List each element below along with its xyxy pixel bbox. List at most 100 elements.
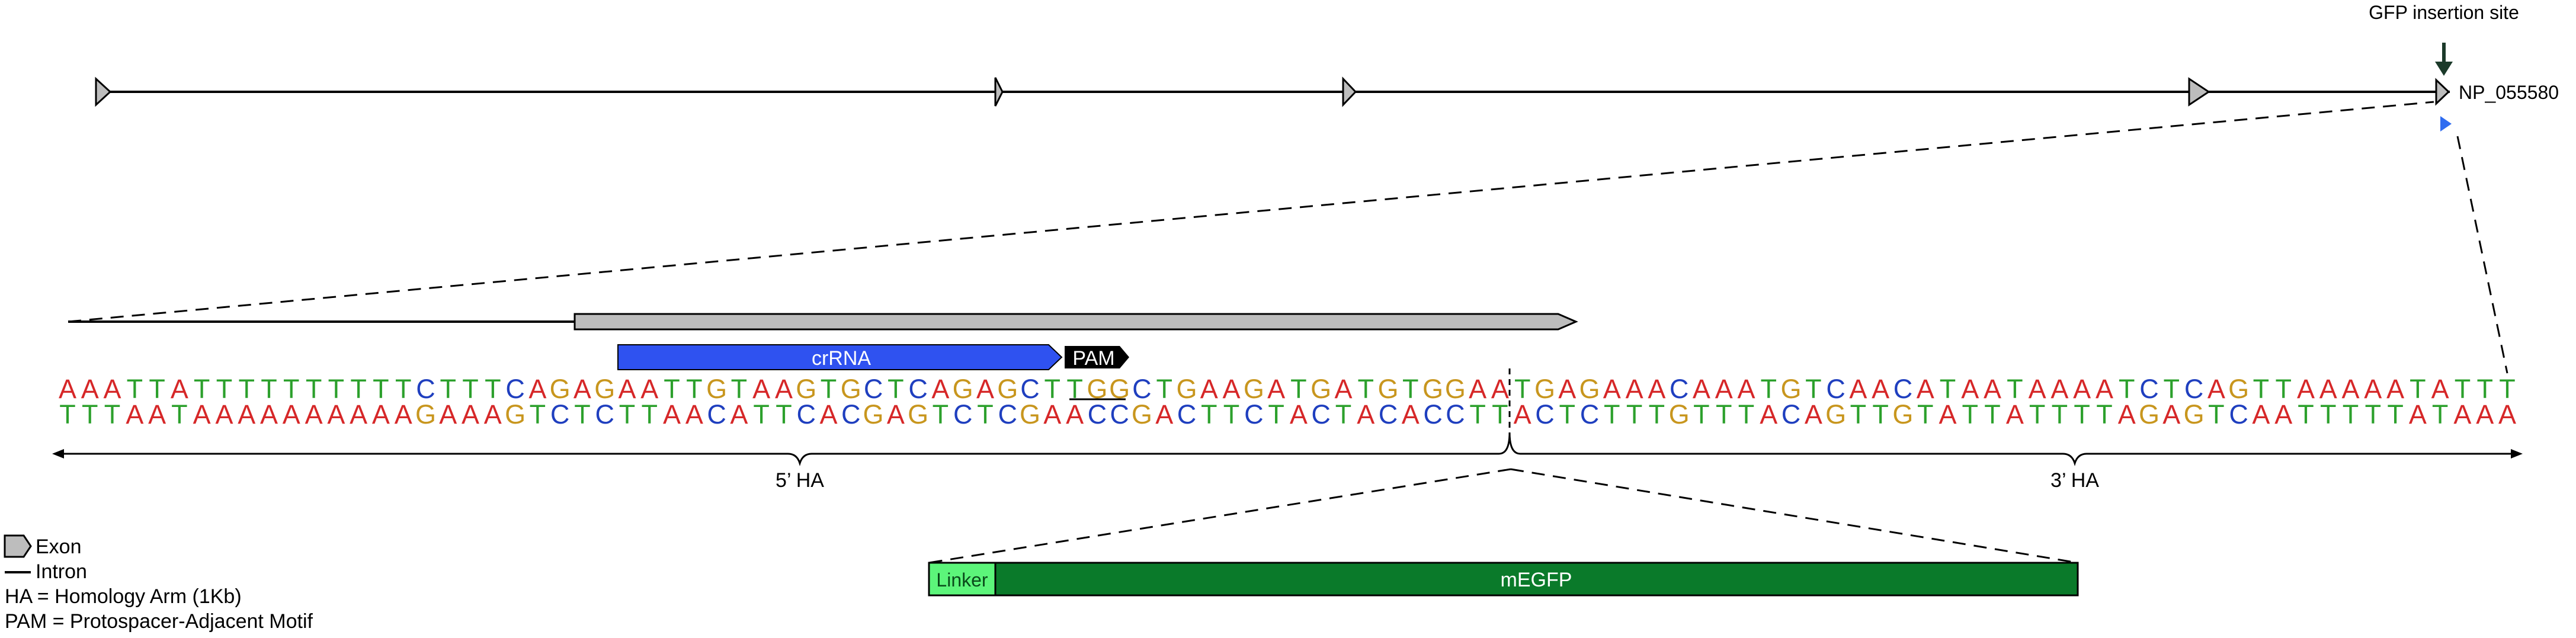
sequence-base-bottom: T (1962, 399, 1979, 429)
sequence-base-bottom: A (2252, 399, 2270, 429)
sequence-base-bottom: T (82, 399, 98, 429)
sequence-base-top: A (2319, 374, 2337, 404)
sequence-base-top: T (149, 374, 165, 404)
sequence-base-top: T (2164, 374, 2180, 404)
exon-2 (994, 77, 1004, 107)
sequence-base-top: C (1020, 374, 1040, 404)
sequence-base-bottom: A (730, 399, 748, 429)
sequence-base-bottom: T (2298, 399, 2314, 429)
sequence-base-bottom: T (530, 399, 546, 429)
sequence-base-bottom: G (1825, 399, 1846, 429)
sequence-base-top: A (1648, 374, 1665, 404)
sequence-base-bottom: T (2074, 399, 2090, 429)
insert-zoom-line-right (1510, 468, 2078, 564)
sequence-base-top: T (1156, 374, 1172, 404)
sequence-base-bottom: T (642, 399, 658, 429)
sequence-base-top: T (2007, 374, 2023, 404)
sequence-base-top: A (104, 374, 121, 404)
sequence-base-top: G (841, 374, 861, 404)
sequence-base-bottom: T (1268, 399, 1284, 429)
sequence-base-bottom: A (1402, 399, 1420, 429)
sequence-base-bottom: T (2320, 399, 2337, 429)
sequence-base-bottom: T (1469, 399, 1486, 429)
sequence-base-bottom: T (1492, 399, 1508, 429)
sequence-base-bottom: T (2029, 399, 2046, 429)
legend-intron-label: Intron (36, 560, 87, 583)
sequence-base-bottom: G (1132, 399, 1152, 429)
gfp-site-arrow-icon (2435, 62, 2453, 76)
sequence-base-top: A (1715, 374, 1733, 404)
sequence-base-top: T (462, 374, 479, 404)
sequence-base-bottom: A (2118, 399, 2136, 429)
sequence-base-top: A (1491, 374, 1509, 404)
sequence-base-bottom: C (998, 399, 1018, 429)
sequence-base-bottom: A (193, 399, 211, 429)
sequence-base-top: T (216, 374, 233, 404)
sequence-base-bottom: G (415, 399, 436, 429)
sequence-base-bottom: C (1244, 399, 1264, 429)
gene-map: GFP insertion site NP_055580 (95, 2, 2559, 132)
sequence-base-bottom: A (462, 399, 479, 429)
sequence-base-bottom: A (238, 399, 255, 429)
sequence-base-top: C (416, 374, 435, 404)
sequence-base-bottom: G (1020, 399, 1040, 429)
sequence-base-bottom: C (1379, 399, 1398, 429)
sequence-base-top: T (1045, 374, 1061, 404)
sequence-base-top: A (1984, 374, 2001, 404)
sequence-base-top: G (1422, 374, 1443, 404)
sequence-base-top: G (1781, 374, 1802, 404)
sequence-base-top: T (686, 374, 703, 404)
sequence-base-bottom: A (2498, 399, 2516, 429)
sequence-base-top: G (1311, 374, 1331, 404)
sequence-base-top: T (731, 374, 748, 404)
pam-label: PAM (1072, 347, 1114, 370)
exon-3 (1342, 76, 1357, 107)
sequence-base-bottom: G (2184, 399, 2205, 429)
sequence-base-top: T (2499, 374, 2516, 404)
megfp-label: mEGFP (1501, 569, 1572, 591)
sequence-base-top: T (194, 374, 210, 404)
sequence-base-bottom: A (395, 399, 412, 429)
sequence-base-bottom: G (1892, 399, 1913, 429)
sequence-base-top: A (573, 374, 591, 404)
sequence-base-top: C (505, 374, 525, 404)
sequence-base-top: C (908, 374, 928, 404)
sequence-base-bottom: C (1782, 399, 1801, 429)
sequence-base-top: T (2275, 374, 2292, 404)
legend-exon-label: Exon (36, 536, 82, 558)
sequence-base-top: A (2029, 374, 2046, 404)
sequence-base-top: T (1940, 374, 1956, 404)
sequence-base-top: T (1290, 374, 1307, 404)
sequence-base-top: T (2410, 374, 2426, 404)
linker-label: Linker (936, 569, 988, 591)
legend-ha-definition: HA = Homology Arm (1Kb) (5, 585, 242, 608)
sequence-base-bottom: C (595, 399, 614, 429)
sequence-base-bottom: C (550, 399, 570, 429)
sequence-base-top: T (238, 374, 255, 404)
homology-arm-brace (59, 432, 2515, 467)
sequence-base-bottom: A (148, 399, 166, 429)
sequence-base-bottom: A (350, 399, 367, 429)
sequence-base-bottom: C (1177, 399, 1197, 429)
sequence-base-top: A (1267, 374, 1285, 404)
sequence-base-top: T (1514, 374, 1531, 404)
sequence-base-bottom: A (1514, 399, 1531, 429)
sequence-base-bottom: A (2453, 399, 2471, 429)
sequence-base-bottom: T (2387, 399, 2404, 429)
sequence-base-top: T (1357, 374, 1374, 404)
sequence-base-top: A (528, 374, 546, 404)
sequence-base-top: G (1378, 374, 1399, 404)
sequence-base-bottom: C (2229, 399, 2248, 429)
sequence-base-top: A (1737, 374, 1755, 404)
sequence-base-top: T (283, 374, 300, 404)
megfp-feature (994, 562, 2079, 597)
sequence-base-bottom: A (2274, 399, 2292, 429)
sequence-base-bottom: T (59, 399, 76, 429)
sequence-base-top: T (373, 374, 389, 404)
sequence-base-bottom: G (863, 399, 884, 429)
sequence-base-bottom: A (2006, 399, 2024, 429)
sequence-base-top: A (2342, 374, 2360, 404)
zoom-exon (573, 313, 1578, 331)
sequence-base-bottom: A (305, 399, 323, 429)
